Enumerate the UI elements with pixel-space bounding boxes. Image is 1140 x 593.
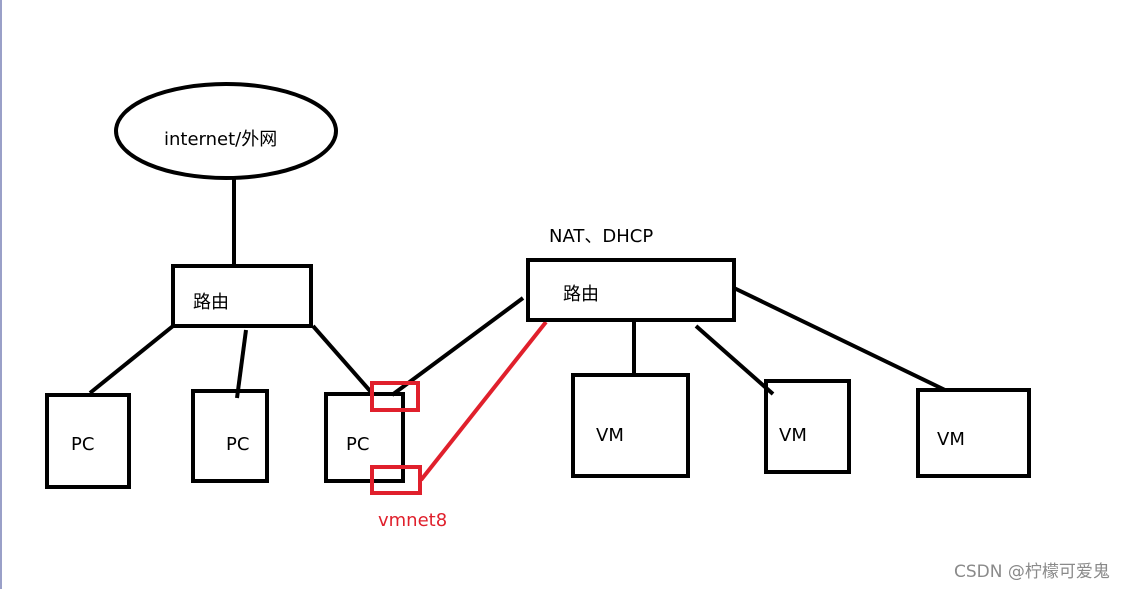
vm-label-2: VM [779, 425, 807, 446]
internet-ellipse [114, 82, 338, 180]
link-pc3-router-right [390, 296, 525, 397]
nat-dhcp-label: NAT、DHCP [549, 226, 653, 247]
vm-label-3: VM [937, 429, 965, 450]
pc-box-3 [324, 392, 405, 483]
link-router-pc2 [235, 329, 248, 399]
pc-label-1: PC [71, 434, 94, 455]
router-left-label: 路由 [193, 292, 229, 313]
link-router-vm2 [694, 324, 775, 396]
pc-box-1 [45, 393, 131, 489]
router-left-box [171, 264, 313, 328]
vmnet8-link [419, 320, 548, 482]
link-router-vm3 [733, 286, 946, 392]
vm-label-1: VM [596, 425, 624, 446]
vm-box-2 [764, 379, 851, 474]
nic-highlight-bottom [370, 465, 422, 495]
router-right-label: 路由 [563, 284, 599, 305]
vm-box-1 [571, 373, 690, 478]
watermark-text: CSDN @柠檬可爱鬼 [954, 562, 1110, 582]
internet-label: internet/外网 [164, 129, 277, 150]
link-router-pc1 [88, 324, 175, 395]
vmnet8-label: vmnet8 [378, 510, 447, 531]
pc-label-3: PC [346, 434, 369, 455]
router-right-box [526, 258, 736, 322]
vm-box-3 [916, 388, 1031, 478]
pc-box-2 [191, 389, 269, 483]
nic-highlight-top [370, 381, 420, 412]
pc-label-2: PC [226, 434, 249, 455]
link-router-pc3 [311, 324, 373, 394]
